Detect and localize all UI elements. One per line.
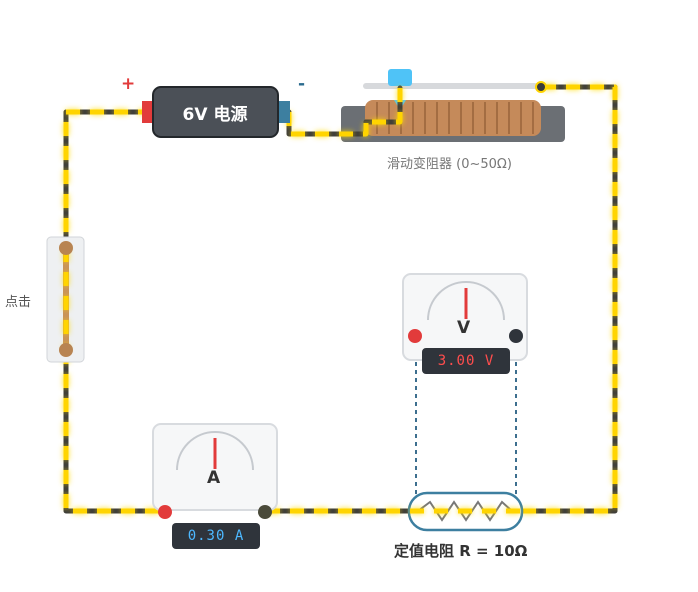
negative-terminal-label: - [298, 74, 306, 94]
switch-label: 点击 [5, 295, 32, 310]
ammeter-reading: 0.30 A [172, 523, 260, 549]
ammeter [152, 423, 278, 519]
slider-handle[interactable] [388, 69, 412, 86]
switch[interactable] [46, 236, 85, 363]
voltmeter [402, 273, 528, 511]
rheostat-label: 滑动变阻器 (0~50Ω) [387, 157, 512, 172]
battery [142, 86, 290, 138]
ammeter-symbol: A [207, 468, 221, 488]
voltmeter-symbol: V [457, 318, 471, 338]
zigzag-resistor-icon [417, 500, 513, 522]
rheostat[interactable] [341, 69, 565, 142]
resistor-label: 定值电阻 R = 10Ω [394, 542, 528, 560]
fixed-resistor [407, 491, 524, 532]
voltmeter-reading: 3.00 V [422, 348, 510, 374]
positive-terminal-label: + [121, 74, 136, 94]
